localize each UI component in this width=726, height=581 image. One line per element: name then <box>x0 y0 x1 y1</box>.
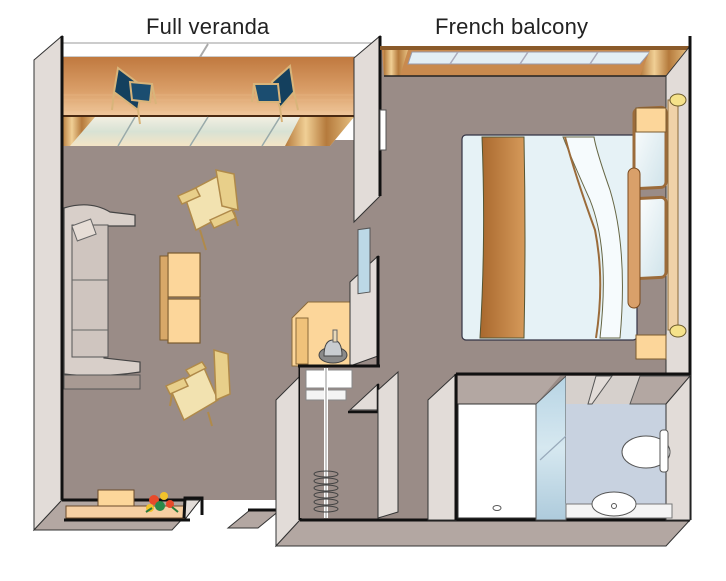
bath-wall <box>427 372 690 521</box>
sofa <box>63 204 141 390</box>
armchair <box>164 348 231 427</box>
partition-wall <box>353 34 387 224</box>
armchair <box>176 169 239 251</box>
hangers <box>313 470 339 513</box>
flower-vase <box>145 492 179 513</box>
closet <box>298 364 399 519</box>
veranda <box>61 42 381 147</box>
toilet <box>621 429 671 473</box>
bathroom <box>457 374 692 521</box>
veranda-label: Full veranda <box>146 14 270 39</box>
nightstand <box>635 107 667 360</box>
entrance-wall <box>226 366 692 548</box>
veranda-chair <box>251 64 299 123</box>
french-balcony-label: French balcony <box>435 14 589 39</box>
veranda-chair <box>111 66 157 125</box>
coffee-table <box>159 252 201 344</box>
ice-bucket <box>318 329 348 364</box>
french-balcony <box>380 46 690 77</box>
reading-lamp <box>669 93 687 338</box>
sink <box>565 491 673 519</box>
